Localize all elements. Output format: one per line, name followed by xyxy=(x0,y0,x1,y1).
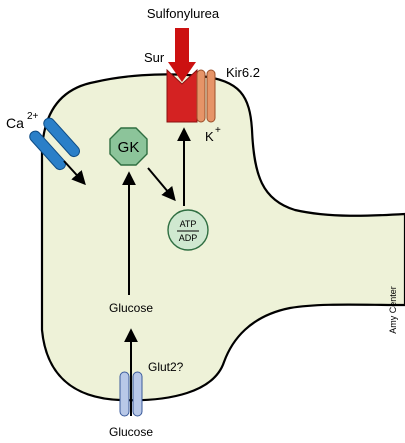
cell-membrane xyxy=(40,73,405,402)
kir-label: Kir6.2 xyxy=(226,65,260,80)
ca-ion-label: Ca xyxy=(6,115,24,131)
glucose-outside-label: Glucose xyxy=(109,425,153,439)
kir-channel-icon xyxy=(196,69,216,123)
calcium-channel-icon xyxy=(29,117,81,171)
gk-to-atp-arrow xyxy=(147,167,176,202)
calcium-influx-arrow xyxy=(63,160,86,186)
atp-label: ATP xyxy=(180,219,197,229)
credit-label: Amy Center xyxy=(388,286,398,334)
ca-charge-label: 2+ xyxy=(27,111,39,122)
glucose-inside-label: Glucose xyxy=(109,301,153,315)
gk-label: GK xyxy=(118,139,140,156)
atp-adp-ratio-icon xyxy=(167,209,209,251)
adp-label: ADP xyxy=(179,233,198,243)
sulfonylurea-label: Sulfonylurea xyxy=(147,6,220,21)
glut2-transporter-icon xyxy=(119,371,143,417)
k-ion-label: K xyxy=(205,129,214,144)
k-charge-label: + xyxy=(215,125,221,136)
sur-label: Sur xyxy=(144,50,165,65)
sulfonylurea-icon xyxy=(168,28,196,82)
glut2-label: Glut2? xyxy=(148,360,184,374)
gk-enzyme-icon xyxy=(109,127,148,166)
